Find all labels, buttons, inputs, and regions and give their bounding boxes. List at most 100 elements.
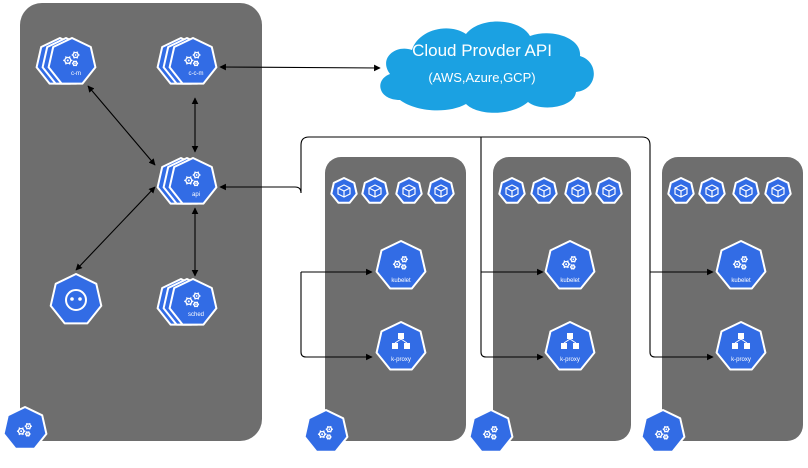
node-mark-2-gears-icon-gear-c-hub [493, 436, 495, 438]
kubelet-icon-3-gear-b-hub [743, 258, 746, 261]
cloud-provider-api: Cloud Provder API (AWS,Azure,GCP) [380, 21, 594, 113]
api-server-icon-gear-a-hub [187, 179, 190, 182]
node-mark-2-gears-icon-gear-c [490, 434, 497, 440]
controller-manager-icon-gear-c-tooth [75, 64, 78, 67]
etcd-icon [65, 289, 87, 311]
kube-proxy-node-icon [404, 343, 410, 349]
node-mark-3-gears-icon-gear-b-hub [665, 428, 668, 431]
kubelet-icon-3-gear-b-tooth [744, 255, 747, 258]
edge-cm-api [87, 85, 156, 166]
labels: c-m c-c-m api sched kubelet k-proxy kube… [71, 71, 751, 363]
node-mark-2-gears-icon-gear-b-tooth [491, 430, 494, 433]
pod-3-4-cube-icon [771, 184, 785, 198]
api-server-icon-gear-c-tooth [193, 180, 196, 183]
kube-proxy-1 [375, 321, 427, 371]
node-mark-3-gears-icon-gear-c [662, 434, 669, 440]
pod-2-1-cube-icon [505, 184, 519, 198]
control-plane-mark-gears-icon-gear-b-tooth [25, 422, 28, 425]
kube-proxy-3 [715, 321, 767, 371]
kubelet-icon-2-gear-c [569, 264, 576, 270]
controller-manager-icon-gear-c-tooth [72, 64, 75, 67]
scheduler-icon-gear-a-tooth [189, 297, 192, 300]
cloud-controller-manager-icon-gear-c-tooth [196, 60, 199, 63]
cloud-controller-manager-icon-gear-b-tooth [197, 56, 200, 59]
kubelet-label-1: kubelet [391, 278, 411, 284]
kube-proxy-node-icon [398, 333, 404, 339]
scheduler-icon-gear-c-tooth [193, 301, 196, 304]
controller-manager-icon-gear-a-tooth [68, 56, 71, 59]
kube-proxy-link-icon [734, 338, 748, 344]
bus-drop-2 [480, 137, 544, 361]
kubelet-icon-2-gear-c-hub [572, 266, 574, 268]
node-mark-3-gears-icon-gear-b-tooth [663, 430, 666, 433]
kube-proxy-node-icon [738, 333, 744, 339]
control-plane-mark [2, 406, 48, 450]
kubelet-icon-1-gear-a-tooth [397, 260, 400, 263]
control-plane-mark-gears-icon-gear-c [24, 431, 31, 437]
scheduler-icon-gear-c-tooth [196, 301, 199, 304]
scheduler-icon-gear-b-tooth [197, 292, 200, 295]
kubelet-icon-3-gear-c [740, 264, 747, 270]
scheduler-icon-gear-a-tooth [189, 303, 192, 306]
api-server-icon-gear-b-tooth [194, 176, 196, 179]
pod-2-4-cube-icon [602, 184, 616, 198]
node-mark-3-gears-icon-gear-a [654, 430, 664, 439]
cloud-subtitle: (AWS,Azure,GCP) [428, 70, 535, 85]
cloud-controller-manager-icon-gear-c-tooth [193, 64, 196, 67]
node-bus [219, 136, 714, 361]
kubelet-icon-2-gear-a-hub [565, 263, 568, 266]
api-server-icon-gear-b-tooth [194, 171, 196, 174]
control-plane-mark-gears-icon-gear-b [24, 422, 32, 430]
cloud-controller-manager-icon-gear-b-hub [195, 54, 198, 56]
node-mark-3-gears-icon-gear-a-hub [658, 433, 661, 436]
node-mark-2 [468, 409, 514, 453]
edge-etcd-api [75, 186, 156, 271]
scheduler-icon-gear-b-tooth [194, 297, 196, 300]
control-plane-mark-gears-icon-gear-b-hub [27, 425, 30, 428]
cloud-title: Cloud Provder API [412, 41, 552, 60]
controller-manager-icon-gear-b-tooth [73, 56, 75, 59]
kubelet-icon-1-gear-b-tooth [404, 260, 407, 263]
api-server-icon-gear-a-tooth [189, 182, 192, 185]
kubelet-icon-2-gear-a-tooth [563, 266, 566, 269]
api-server-icon-gear-c [192, 180, 200, 187]
kubelet-icon-3-gear-a-hub [736, 263, 739, 266]
kubelet-icon-3-gear-a-tooth [737, 266, 740, 269]
icon-layer [2, 37, 792, 453]
node-mark-3-gears-icon-gear-b-tooth [666, 430, 669, 433]
controller-manager-icon-gear-a [63, 56, 73, 65]
kubelet-icon-1-gear-b-tooth [404, 255, 407, 258]
controller-manager-icon-gear-c-tooth [75, 60, 78, 63]
cloud-controller-manager-icon-gear-a-tooth [185, 62, 188, 65]
node-mark-3 [640, 409, 686, 453]
scheduler-icon-gear-c-hub [195, 303, 197, 306]
cloud-controller-manager-icon-gear-a [184, 56, 194, 65]
node-mark-1-gears-icon-gear-a-tooth [319, 430, 322, 433]
controller-manager-icon-gear-c [71, 60, 79, 67]
kubelet-icon-1-gear-b-tooth [401, 260, 404, 263]
pod-3-2-cube-icon [705, 184, 719, 198]
scheduler-icon-gear-a-tooth [185, 303, 188, 306]
kubelet-icon-3-gear-c-hub [743, 266, 745, 268]
controller-manager-icon-gear-b-tooth [73, 51, 75, 54]
node-mark-1-gears-icon-gear-b [325, 425, 333, 433]
node-mark-2-gears-icon-gear-a-tooth [484, 436, 487, 439]
kubelet-icon-1-gear-a-tooth [394, 260, 397, 263]
cloud-controller-manager-icon-gear-b-tooth [197, 51, 200, 54]
api-label: api [192, 192, 200, 198]
kube-proxy-node-icon [744, 343, 750, 349]
cloud-controller-manager-icon-gear-a-hub [187, 59, 190, 62]
kubelet-icon-3-gear-b-tooth [741, 255, 744, 258]
cloud-controller-manager-icon-gear-a-tooth [185, 56, 188, 59]
node-mark-1-gears-icon-gear-a [317, 430, 327, 439]
api-server-icon-gear-b-hub [195, 174, 198, 176]
kube-proxy-2 [544, 321, 596, 371]
controller-manager-icon-gear-b-tooth [76, 56, 79, 59]
proxy-label-1: k-proxy [391, 357, 411, 363]
controller-manager-icon-gear-b-tooth [76, 51, 79, 54]
kubelet-icon-1-gear-a-tooth [397, 266, 400, 269]
kube-proxy-node-icon [732, 343, 738, 349]
scheduler-icon-gear-b-hub [195, 295, 198, 297]
node-mark-2-gears-icon-gear-b-tooth [494, 430, 497, 433]
